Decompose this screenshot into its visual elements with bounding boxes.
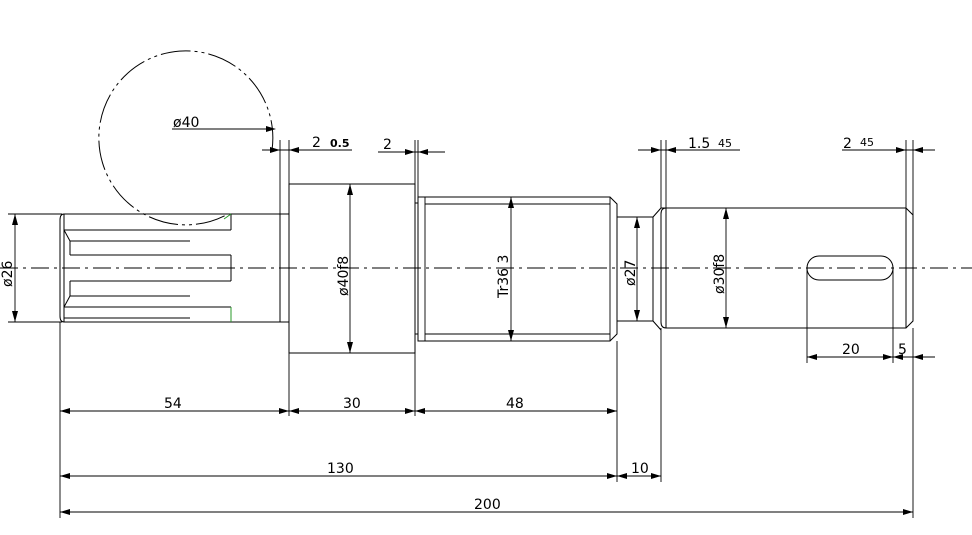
groove-width-label: 2	[383, 137, 392, 153]
d40f8-arrow-top	[347, 184, 353, 195]
key-20-arrow-b	[883, 354, 893, 360]
chamfer-right-label-b: 45	[718, 137, 732, 150]
key-5-arrow-b	[913, 354, 923, 360]
groove-arrow-b	[418, 149, 428, 155]
chamfer-right-arrow-a	[651, 147, 661, 153]
dim-54-arrow-b	[279, 408, 289, 414]
dim-30-arrow-b	[405, 408, 415, 414]
tr36-label: Tr36 3	[496, 255, 512, 299]
key-20-label: 20	[842, 342, 860, 358]
dim-48-arrow-a	[415, 408, 425, 414]
chamfer-end-arrow-a	[896, 147, 906, 153]
chamfer-left-arrow-b	[289, 147, 299, 153]
dim-48-arrow-b	[607, 408, 617, 414]
d30f8-arrow-bottom	[723, 317, 729, 328]
d26-arrow-bottom	[12, 311, 18, 322]
dim-200-arrow-b	[903, 509, 913, 515]
d26-label: ø26	[0, 261, 16, 287]
d40f8-arrow-bottom	[347, 342, 353, 353]
d27-arrow-bottom	[634, 310, 640, 321]
tr36-arrow-top	[508, 197, 514, 208]
dim-54-arrow-a	[60, 408, 70, 414]
d40-leader-arrow	[266, 126, 276, 132]
d30f8-label: ø30f8	[712, 254, 728, 294]
thread-section	[417, 196, 618, 342]
d27-arrow-top	[634, 217, 640, 228]
dim-200-label: 200	[474, 497, 501, 513]
chamfer-end-label-a: 2	[843, 136, 852, 152]
dim-130-arrow-b	[607, 473, 617, 479]
dim-54-label: 54	[164, 396, 182, 412]
d40-circle-label: ø40	[173, 115, 199, 131]
dim-10-arrow-b	[651, 473, 661, 479]
key-20-arrow-a	[807, 354, 817, 360]
tr36-arrow-bottom	[508, 330, 514, 341]
dim-30-label: 30	[343, 396, 361, 412]
chamfer-left-label-a: 2	[312, 135, 321, 151]
dim-10-label: 10	[631, 461, 649, 477]
chamfer-end-label-b: 45	[860, 136, 874, 149]
d40f8-label: ø40f8	[336, 256, 352, 296]
dim-30-arrow-a	[289, 408, 299, 414]
chamfer-right-arrow-b	[666, 147, 676, 153]
chamfer-left-label-b: 0.5	[330, 137, 350, 150]
dim-48-label: 48	[506, 396, 524, 412]
chamfer-left-arrow-a	[270, 147, 280, 153]
dim-10-arrow-a	[617, 473, 627, 479]
d27-label: ø27	[623, 260, 639, 286]
key-5-arrow-a	[893, 354, 903, 360]
d30f8-arrow-top	[723, 208, 729, 219]
gear-phantom-circle	[98, 50, 274, 226]
neck-section	[617, 207, 662, 331]
dim-130-label: 130	[327, 461, 354, 477]
groove-arrow-a	[405, 149, 415, 155]
d26-arrow-top	[12, 214, 18, 225]
output-end-section	[660, 207, 914, 329]
shoulder-step	[280, 213, 289, 323]
key-5-label: 5	[898, 342, 907, 358]
dim-200-arrow-a	[60, 509, 70, 515]
dim-130-arrow-a	[60, 473, 70, 479]
chamfer-end-arrow-b	[913, 147, 923, 153]
chamfer-right-label-a: 1.5	[688, 136, 710, 152]
spline-section	[59, 213, 281, 323]
gear-seat-section	[288, 183, 416, 354]
